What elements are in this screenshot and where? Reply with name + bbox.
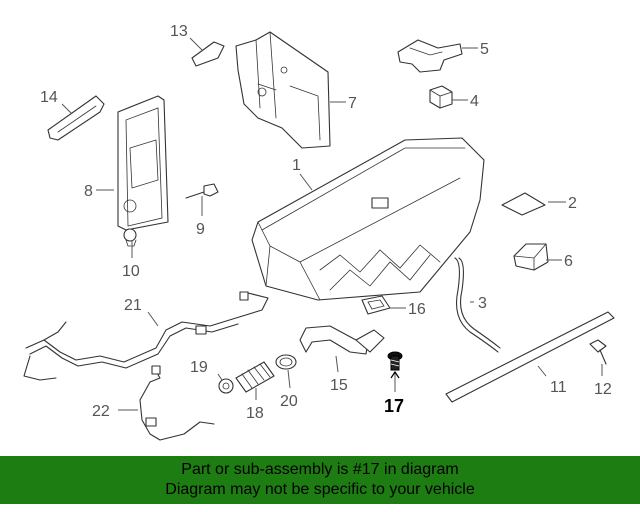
label-part[interactable] (501, 192, 546, 216)
callout-17: 17 (384, 396, 404, 416)
bracket-14-part[interactable] (47, 95, 105, 141)
banner-line-2: Diagram may not be specific to your vehi… (165, 481, 475, 498)
bolt-12-part[interactable] (589, 339, 607, 365)
bracket-5-part[interactable] (397, 39, 463, 73)
callout-3: 3 (478, 295, 487, 312)
callout-8: 8 (84, 183, 93, 200)
callout-4: 4 (470, 93, 479, 110)
callout-6: 6 (564, 253, 573, 270)
exploded-parts-diagram: 1 2 3 4 5 6 7 8 9 10 11 12 13 14 15 16 1… (23, 23, 615, 441)
callout-5: 5 (480, 41, 489, 58)
callout-9: 9 (196, 221, 205, 238)
callout-10: 10 (122, 263, 140, 280)
cover-6-part[interactable] (513, 243, 549, 271)
rail-11-part[interactable] (445, 311, 615, 403)
connector-part[interactable] (429, 85, 453, 109)
callout-2: 2 (568, 195, 577, 212)
clip-10-part[interactable] (123, 228, 137, 247)
leader-lines (61, 37, 603, 411)
callout-12: 12 (594, 381, 612, 398)
bolt-9-part[interactable] (185, 183, 219, 199)
washer-19-part[interactable] (218, 378, 234, 394)
clamp-20-part[interactable] (275, 354, 297, 370)
callout-19: 19 (190, 359, 208, 376)
callout-20: 20 (280, 393, 298, 410)
bolt-17-highlighted-part[interactable] (387, 351, 403, 371)
battery-pack-part[interactable] (251, 137, 485, 301)
callout-16: 16 (408, 301, 426, 318)
callout-15: 15 (330, 377, 348, 394)
callout-22: 22 (92, 403, 110, 420)
pad-13-part[interactable] (191, 41, 225, 67)
banner-line-1: Part or sub-assembly is #17 in diagram (181, 461, 459, 478)
bracket-7-part[interactable] (235, 31, 331, 149)
callout-13: 13 (170, 23, 188, 40)
callout-7: 7 (348, 95, 357, 112)
panel-8-part[interactable] (117, 95, 169, 231)
wire-harness-22-part[interactable] (139, 365, 215, 441)
duct-15-part[interactable] (299, 325, 385, 355)
callout-11: 11 (550, 379, 567, 396)
seal-16-part[interactable] (361, 295, 391, 315)
vent-tube-part[interactable] (454, 257, 501, 353)
callout-1: 1 (292, 157, 301, 174)
callout-14: 14 (40, 89, 58, 106)
callout-21: 21 (124, 297, 142, 314)
bellows-18-part[interactable] (235, 361, 275, 393)
wire-harness-21-part[interactable] (23, 291, 269, 381)
info-banner: Part or sub-assembly is #17 in diagram D… (0, 456, 640, 504)
callout-18: 18 (246, 405, 264, 422)
